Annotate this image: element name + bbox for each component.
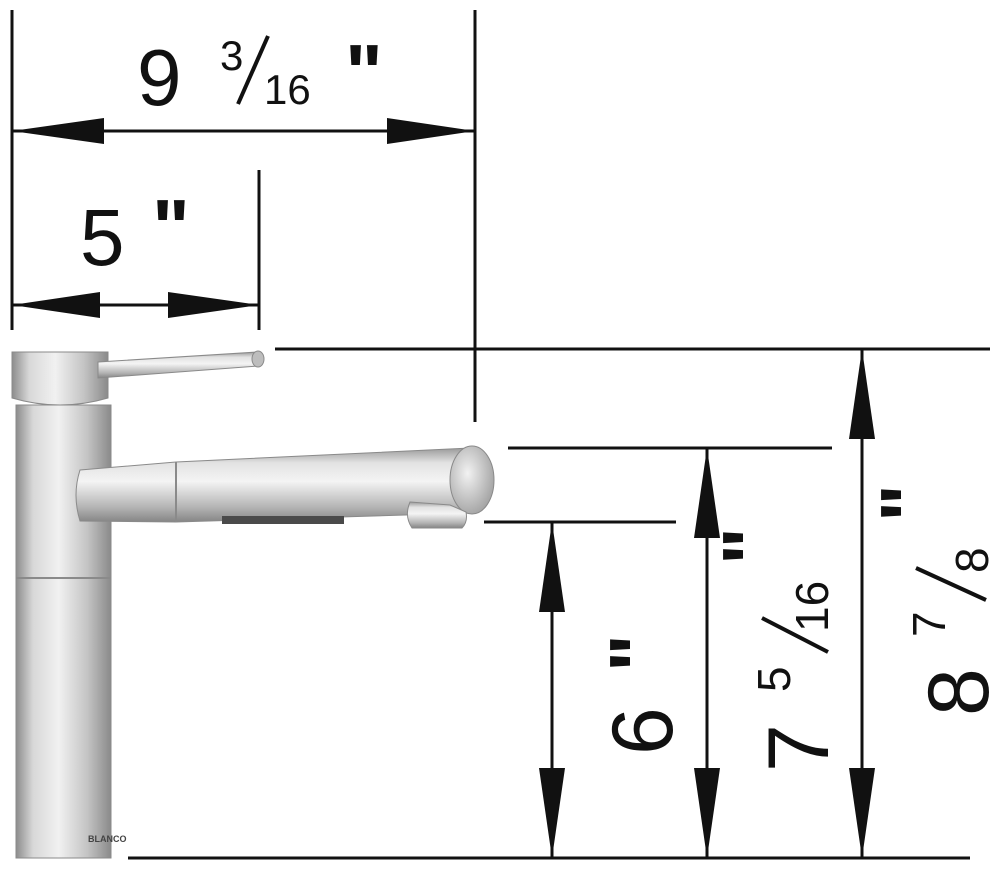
faucet-spout-end: [449, 445, 495, 515]
brand-mark: BLANCO: [88, 834, 127, 844]
svg-text:7: 7: [751, 724, 847, 772]
svg-text:": ": [152, 183, 190, 272]
spout-top-height-denominator: 16: [786, 581, 838, 632]
faucet-pullout-strip: [222, 516, 344, 524]
overall-height-denominator: 8: [946, 547, 998, 573]
svg-text:": ": [706, 527, 795, 565]
spout-outlet-height-whole: 6: [595, 707, 691, 755]
svg-text:5: 5: [80, 193, 125, 282]
faucet-illustration: BLANCO: [11, 350, 495, 859]
svg-text:7: 7: [903, 611, 955, 637]
overall-reach-whole: 9: [137, 33, 182, 122]
svg-text:16: 16: [264, 66, 311, 113]
overall-height-unit: ": [864, 484, 953, 522]
overall-reach-dimension: 9 3 16 ": [12, 28, 475, 144]
overall-height-numerator: 7: [903, 611, 955, 637]
svg-text:": ": [345, 28, 383, 117]
overall-reach-unit: ": [345, 28, 383, 117]
spout-outlet-height-dimension: 6 ": [539, 522, 691, 858]
overall-reach-denominator: 16: [264, 66, 311, 113]
faucet-top-cap: [11, 351, 109, 406]
svg-text:3: 3: [220, 32, 243, 79]
faucet-aerator: [406, 501, 467, 529]
svg-text:8: 8: [946, 547, 998, 573]
extension-lines: [10, 10, 990, 860]
svg-text:6: 6: [595, 707, 691, 755]
spout-top-height-whole: 7: [751, 724, 847, 772]
faucet-lower-body: [15, 577, 112, 859]
overall-height-whole: 8: [911, 668, 1000, 716]
overall-reach-numerator: 3: [220, 32, 243, 79]
svg-text:5: 5: [748, 666, 800, 692]
spout-top-height-unit: ": [706, 527, 795, 565]
faucet-handle-lever: [97, 351, 263, 379]
svg-text:": ": [593, 634, 682, 672]
spout-outlet-height-unit: ": [593, 634, 682, 672]
svg-text:8: 8: [911, 668, 1000, 716]
base-to-spout-whole: 5: [80, 193, 125, 282]
base-to-spout-dimension: 5 ": [12, 183, 259, 318]
svg-text:16: 16: [786, 581, 838, 632]
svg-text:": ": [864, 484, 953, 522]
svg-text:9: 9: [137, 33, 182, 122]
overall-height-dimension: 8 7 8 ": [849, 349, 1000, 858]
spout-top-height-numerator: 5: [748, 666, 800, 692]
base-to-spout-unit: ": [152, 183, 190, 272]
spout-top-height-dimension: 7 5 16 ": [694, 448, 847, 858]
